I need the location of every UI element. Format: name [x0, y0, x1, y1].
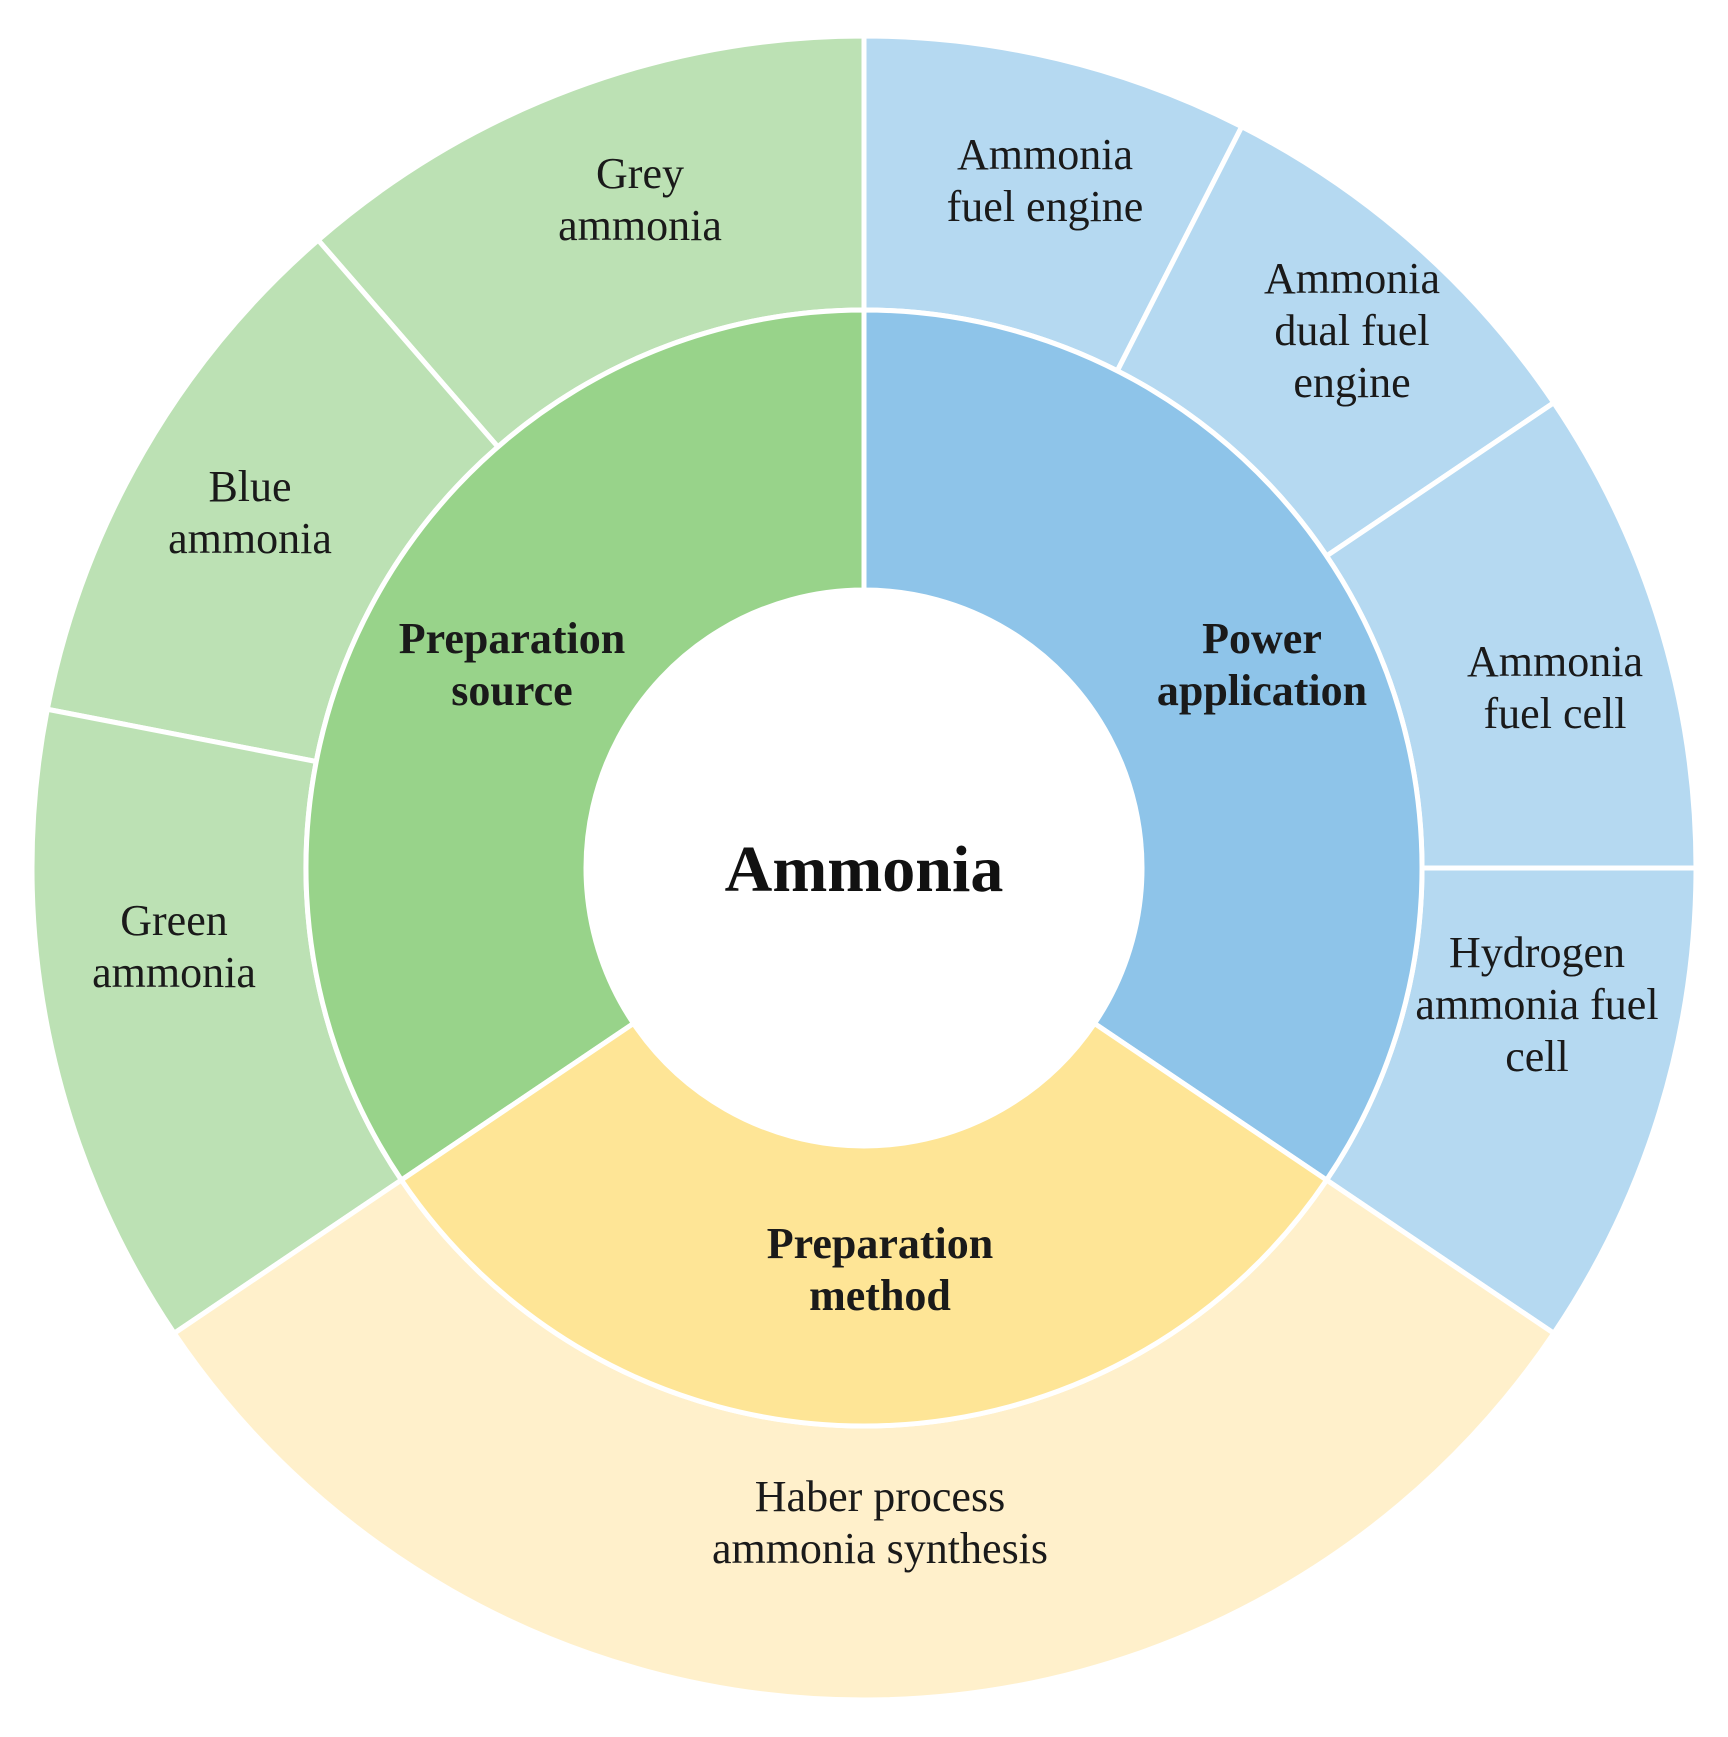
center-hole	[586, 590, 1142, 1146]
inner-ring	[303, 307, 1425, 1429]
center-label: Ammonia	[725, 833, 1004, 906]
inner-segment-preparation-method	[397, 1019, 1331, 1429]
outer-ring	[29, 33, 1699, 1703]
